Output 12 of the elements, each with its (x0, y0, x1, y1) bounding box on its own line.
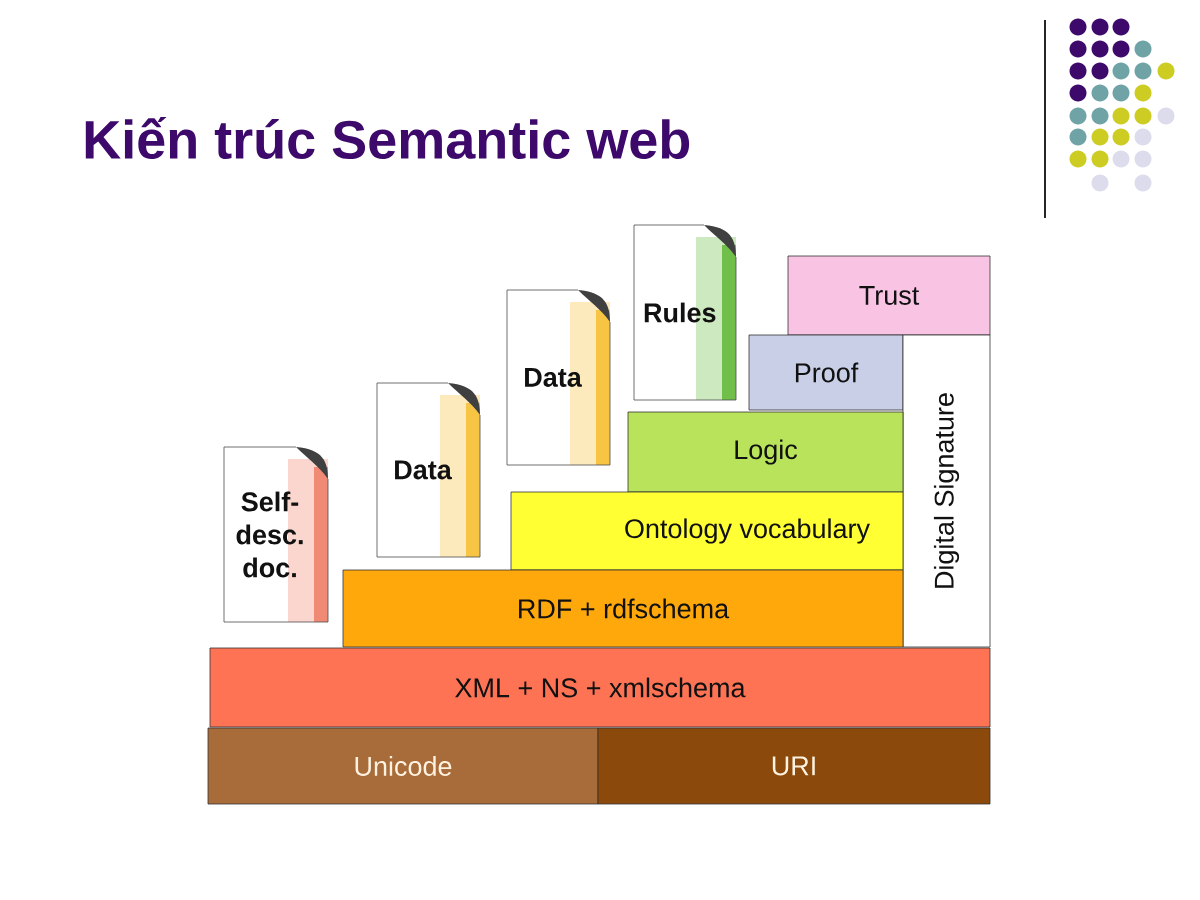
layer-box: URI (597, 727, 991, 805)
layer-box: RDF + rdfschema (342, 569, 904, 648)
node-label: doc. (243, 557, 296, 578)
layer-box: Digital Signature (902, 334, 991, 648)
layer-box: Proof (748, 334, 904, 411)
layer-box: Ontology vocabulary (510, 491, 904, 571)
node-label: Self- (241, 491, 299, 512)
layer-box: Trust (787, 255, 991, 336)
title: Kiến trúc Semantic web (85, 117, 690, 159)
layer-box: Logic (627, 411, 904, 493)
layer-box: Unicode (207, 727, 599, 805)
layer-box: XML + NS + xmlschema (209, 647, 991, 728)
